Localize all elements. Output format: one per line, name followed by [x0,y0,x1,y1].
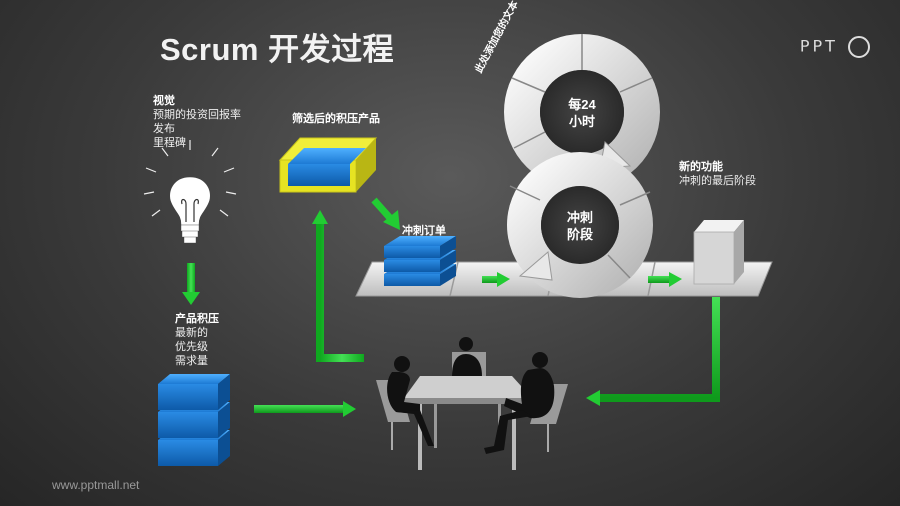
page-title: Scrum 开发过程 [160,32,395,67]
meeting-scene [376,337,568,470]
brand-text: PPT [799,36,838,56]
new-feature-cube [693,220,744,285]
sprint-cycle-line: 阶段 [566,227,593,242]
meeting-table [404,376,532,398]
sprint-backlog-stack [384,236,456,286]
new-feature-heading: 新的功能 [679,161,723,173]
product-backlog-line: 最新的 [175,327,208,339]
arrow-vision-to-backlog [182,263,200,305]
product-backlog-line: 优先级 [175,341,208,353]
vision-line: 里程碑 [153,137,186,149]
flow-arrows [182,197,720,417]
arrow-selected-to-sprint [371,197,400,230]
product-backlog-stack [158,374,230,466]
sprint-backlog-label: 冲刺订单 [402,225,446,237]
sprint-cycle-line: 冲刺 [566,210,593,225]
footer-url: www.pptmall.net [52,478,140,492]
new-feature-label: 新的功能 冲刺的最后阶段 [679,160,756,188]
backlog-block [158,374,230,410]
brand-logo: PPT [800,36,870,58]
logo-circle-icon [848,36,870,58]
arrow-cycle-to-feature [648,272,682,287]
vision-heading: 视觉 [153,95,175,107]
person-silhouette [452,337,482,376]
sprint-cycle-label: 冲刺 阶段 [554,209,606,243]
sprint-cycle-arrowhead [518,251,553,281]
daily-cycle-line: 小时 [568,114,595,129]
vision-line: 发布 [153,123,175,135]
arrow-feature-to-meeting [586,297,720,406]
vision-line: 预期的投资回报率 [153,109,241,121]
daily-cycle-line: 每24 [568,97,596,112]
new-feature-line: 冲刺的最后阶段 [679,175,756,187]
arrow-sprint-to-cycle [482,272,510,287]
sprint-cycle-ring [507,152,653,298]
product-backlog-line: 需求量 [175,355,208,367]
arrow-backlog-to-meeting [254,401,356,417]
selected-backlog-box [278,137,378,193]
person-silhouette [387,356,434,446]
vision-label: 视觉 预期的投资回报率 发布 里程碑 [153,94,241,150]
person-silhouette [484,352,555,454]
product-backlog-heading: 产品积压 [175,313,219,325]
lightbulb-icon [143,140,237,243]
daily-cycle-label: 每24 小时 [556,96,608,130]
product-backlog-label: 产品积压 最新的 优先级 需求量 [175,312,219,368]
selected-backlog-label: 筛选后的积压产品 [292,113,380,125]
arrow-meeting-to-selected [312,210,364,362]
